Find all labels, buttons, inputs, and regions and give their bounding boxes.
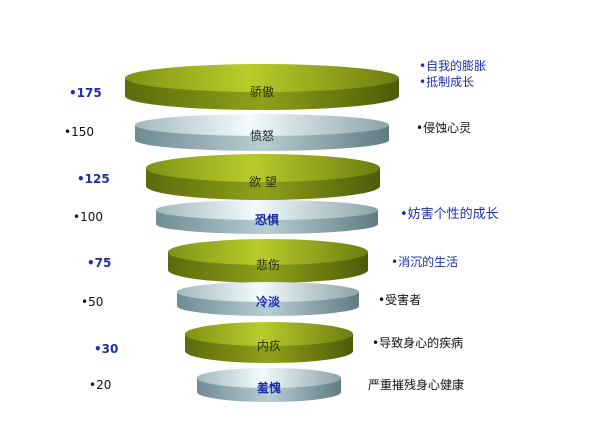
level-value-175: •175 <box>69 86 102 100</box>
note-resist-growth: •抵制成长 <box>419 75 475 89</box>
funnel-disk-top <box>197 368 341 388</box>
funnel-disk-top <box>146 154 380 182</box>
note-hinder-personality: •妨害个性的成长 <box>400 207 499 222</box>
funnel-disk-label: 冷淡 <box>256 294 281 309</box>
level-value-75: •75 <box>87 256 112 270</box>
note-health-damage: 严重摧残身心健康 <box>368 378 465 392</box>
funnel-disk-0: 骄傲 <box>125 64 399 110</box>
funnel-disk-label: 恐惧 <box>255 212 279 227</box>
funnel-disk-label: 悲伤 <box>256 257 280 272</box>
funnel-disk-top <box>168 239 368 265</box>
funnel-disk-top <box>177 282 359 302</box>
funnel-disk-2: 欲 望 <box>146 154 380 200</box>
level-value-20: •20 <box>89 378 112 392</box>
funnel-disk-label: 骄傲 <box>250 84 274 99</box>
funnel-disk-3: 恐惧 <box>156 200 378 234</box>
level-value-150: •150 <box>64 125 94 139</box>
funnel-disk-5: 冷淡 <box>177 282 359 316</box>
funnel-disk-label: 欲 望 <box>249 175 277 189</box>
funnel-disk-label: 愤怒 <box>250 128 274 143</box>
funnel-disk-top <box>135 114 389 136</box>
funnel-disk-6: 内疚 <box>185 322 353 363</box>
funnel-disk-7: 羞愧 <box>197 368 341 402</box>
level-value-100: •100 <box>73 210 103 224</box>
note-erode-mind: •侵蚀心灵 <box>416 121 472 135</box>
level-value-50: •50 <box>81 295 104 309</box>
note-self-inflation: •自我的膨胀 <box>419 59 487 73</box>
funnel-disk-1: 愤怒 <box>135 114 389 151</box>
funnel-disk-top <box>185 322 353 346</box>
level-value-125: •125 <box>77 172 110 186</box>
level-value-30: •30 <box>94 342 119 356</box>
funnel-disk-label: 内疚 <box>257 338 281 353</box>
funnel-disk-top <box>156 200 378 220</box>
funnel-disk-4: 悲伤 <box>168 239 368 283</box>
note-depressed-life: •消沉的生活 <box>391 255 459 269</box>
funnel-disk-top <box>125 64 399 92</box>
note-victim: •受害者 <box>378 293 422 307</box>
funnel-disk-label: 羞愧 <box>256 380 281 395</box>
note-illness: •导致身心的疾病 <box>372 336 464 350</box>
